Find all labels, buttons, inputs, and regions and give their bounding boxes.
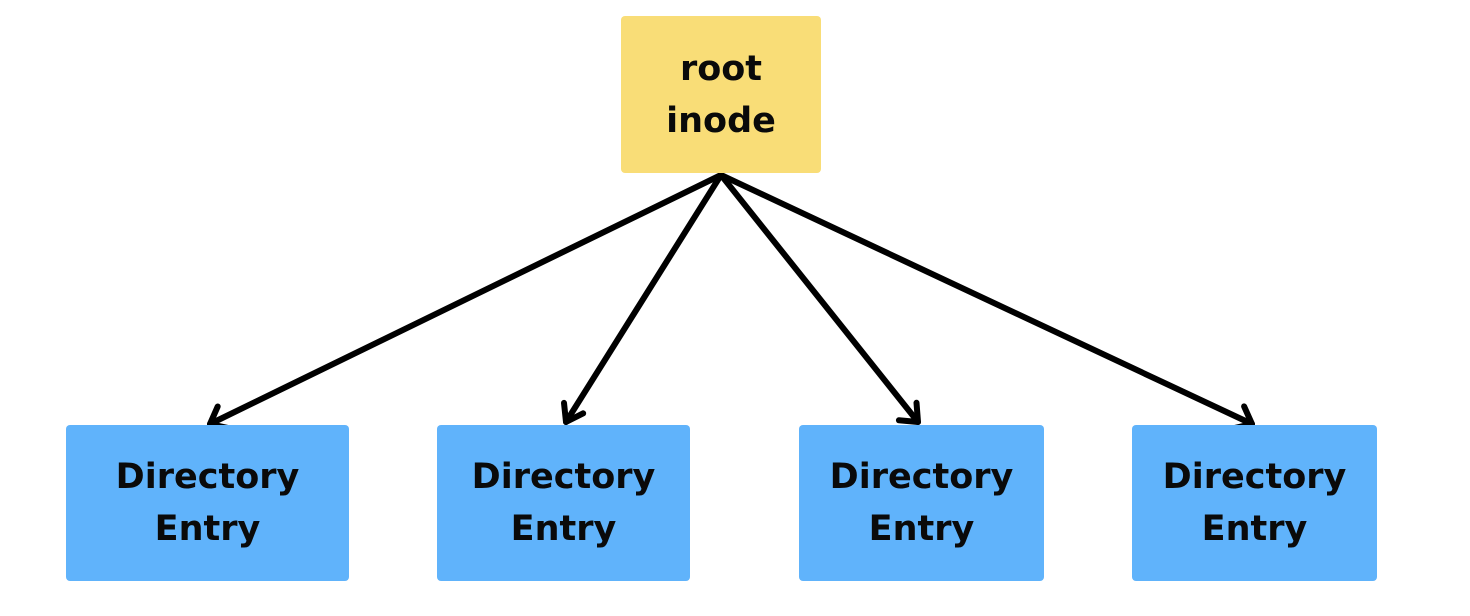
edge-root-to-entry-2: [563, 172, 724, 425]
entry-label-line1: Directory: [829, 457, 1014, 497]
entry-label-line2: Entry: [868, 509, 975, 549]
edge-root-to-entry-3: [718, 172, 921, 425]
edge-root-to-entry-1: [207, 172, 724, 427]
arrowhead-entry-2: [561, 399, 587, 425]
entry-label-line1: Directory: [1162, 457, 1347, 497]
directory-entry-node: Directory Entry: [437, 425, 690, 581]
directory-entry-node: Directory Entry: [1132, 425, 1377, 581]
root-node-label-line2: inode: [666, 100, 776, 141]
entry-label-line1: Directory: [115, 457, 300, 497]
arrowhead-entry-3: [895, 399, 921, 425]
entry-label-line2: Entry: [154, 509, 261, 549]
entry-label-line2: Entry: [1201, 509, 1308, 549]
entry-label-line1: Directory: [471, 457, 656, 497]
directory-entry-node: Directory Entry: [66, 425, 349, 581]
edge-root-to-entry-4: [718, 172, 1255, 427]
root-node-label-line1: root: [679, 48, 763, 89]
directory-entry-node: Directory Entry: [799, 425, 1044, 581]
entry-label-line2: Entry: [510, 509, 617, 549]
root-inode-node: root inode: [621, 16, 821, 173]
